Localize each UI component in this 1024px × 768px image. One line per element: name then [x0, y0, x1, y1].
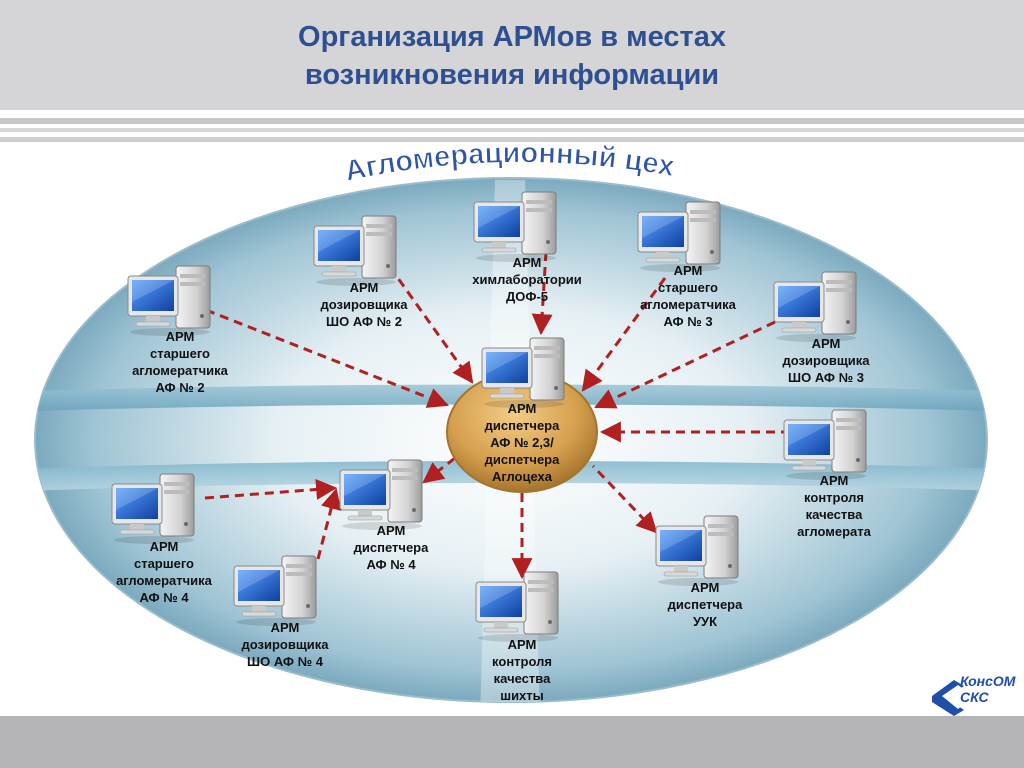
connector-starshego-af3: [581, 277, 667, 392]
node-line: ШО АФ № 3: [788, 370, 864, 385]
node-line: АФ № 3: [663, 314, 713, 329]
hub-line-3: АФ № 2,3/: [490, 435, 554, 450]
node-line: АРМ: [811, 336, 841, 351]
node-line: АРМ: [819, 473, 849, 488]
node-label-khimlab: АРМ химлаборатории ДОФ-5: [462, 254, 592, 305]
node-label-starshego-af4: АРМ старшего агломератчика АФ № 4: [104, 538, 224, 606]
connector-dozirovshchika-af2: [388, 266, 474, 384]
workstation-icon: [772, 268, 868, 342]
header-divider: [0, 128, 1024, 132]
node-label-dozirovshchika-af4: АРМ дозировщика ШО АФ № 4: [225, 619, 345, 670]
node-line: УУК: [692, 614, 718, 629]
node-line: АФ № 2: [155, 380, 205, 395]
hub-line-4: диспетчера: [484, 452, 560, 467]
node-label-kontrolya-shikhty: АРМ контроля качества шихты: [467, 636, 577, 704]
header-bar: [0, 0, 1024, 110]
title-line-2: возникновения информации: [304, 59, 720, 91]
connector-starshego-af2: [205, 308, 449, 408]
node-line: АРМ: [690, 580, 720, 595]
workstation-icon: [474, 568, 570, 642]
workstation-icon: [110, 470, 206, 544]
node-line: АРМ: [270, 620, 300, 635]
connector-dozirovshchika-af3: [594, 320, 776, 409]
connector-starshego-af4: [204, 478, 338, 500]
connector-dozirovshchika-af4: [316, 487, 342, 560]
node-line: дозировщика: [241, 637, 329, 652]
header-divider: [0, 137, 1024, 142]
node-line: контроля: [492, 654, 552, 669]
connector-dispetchera-uuk: [591, 464, 658, 534]
node-label-starshego-af2: АРМ старшего агломератчика АФ № 2: [120, 328, 240, 396]
workstation-icon: [126, 262, 222, 336]
node-label-dispetchera-af4: АРМ диспетчера АФ № 4: [331, 522, 451, 573]
node-line: агломератчика: [640, 297, 736, 312]
node-label-dispetchera-uuk: АРМ диспетчера УУК: [645, 579, 765, 630]
node-line: контроля: [804, 490, 864, 505]
node-line: АФ № 4: [139, 590, 189, 605]
title-line-1: Организация АРМов в местах: [298, 21, 726, 53]
workstation-icon: [654, 512, 750, 586]
workstation-icon: [636, 198, 732, 272]
node-label-starshego-af3: АРМ старшего агломератчика АФ № 3: [628, 262, 748, 330]
page-title: Организация АРМов в местах возникновения…: [0, 18, 1024, 94]
workstation-icon: [472, 188, 568, 262]
node-line: диспетчера: [667, 597, 743, 612]
node-line: агломератчика: [132, 363, 228, 378]
node-line: АРМ: [673, 263, 703, 278]
node-label-dozirovshchika-af2: АРМ дозировщика ШО АФ № 2: [304, 279, 424, 330]
connector-dispetchera-af4: [422, 456, 456, 484]
hub-label: АРМ диспетчера АФ № 2,3/ диспетчера Агло…: [468, 400, 576, 485]
workstation-icon: [312, 212, 408, 286]
logo-line-2: СКС: [960, 689, 989, 705]
node-line: АРМ: [349, 280, 379, 295]
node-line: качества: [493, 671, 551, 686]
node-line: ШО АФ № 4: [247, 654, 323, 669]
node-line: АРМ: [376, 523, 406, 538]
workstation-icon: [338, 456, 434, 530]
node-line: шихты: [500, 688, 544, 703]
footer-bar: [0, 716, 1024, 768]
hub-line-2: диспетчера: [484, 418, 560, 433]
node-line: агломерата: [797, 524, 871, 539]
workstation-icon: [782, 406, 878, 480]
node-label-dozirovshchika-af3: АРМ дозировщика ШО АФ № 3: [766, 335, 886, 386]
node-line: АФ № 4: [366, 557, 416, 572]
node-line: старшего: [133, 556, 195, 571]
logo-text: КонсОМ СКС: [960, 673, 1015, 705]
node-line: диспетчера: [353, 540, 429, 555]
node-line: старшего: [657, 280, 719, 295]
workstation-icon: [232, 552, 328, 626]
node-label-kontrolya-aglomerata: АРМ контроля качества агломерата: [774, 472, 894, 540]
node-line: старшего: [149, 346, 211, 361]
node-line: ДОФ-5: [505, 289, 549, 304]
workstation-icon: [480, 334, 576, 408]
node-line: АРМ: [512, 255, 542, 270]
konsom-sks-logo: [932, 680, 964, 716]
node-line: агломератчика: [116, 573, 212, 588]
node-line: АРМ: [165, 329, 195, 344]
header-divider: [0, 118, 1024, 124]
connector-khimlab: [531, 251, 553, 336]
node-line: дозировщика: [782, 353, 870, 368]
hub-line-1: АРМ: [507, 401, 537, 416]
hub-line-5: Аглоцеха: [491, 469, 553, 484]
node-line: дозировщика: [320, 297, 408, 312]
logo-line-1: КонсОМ: [960, 673, 1016, 689]
node-line: АРМ: [149, 539, 179, 554]
node-line: качества: [805, 507, 863, 522]
node-line: АРМ: [507, 637, 537, 652]
node-line: ШО АФ № 2: [326, 314, 402, 329]
node-line: химлаборатории: [472, 272, 582, 287]
